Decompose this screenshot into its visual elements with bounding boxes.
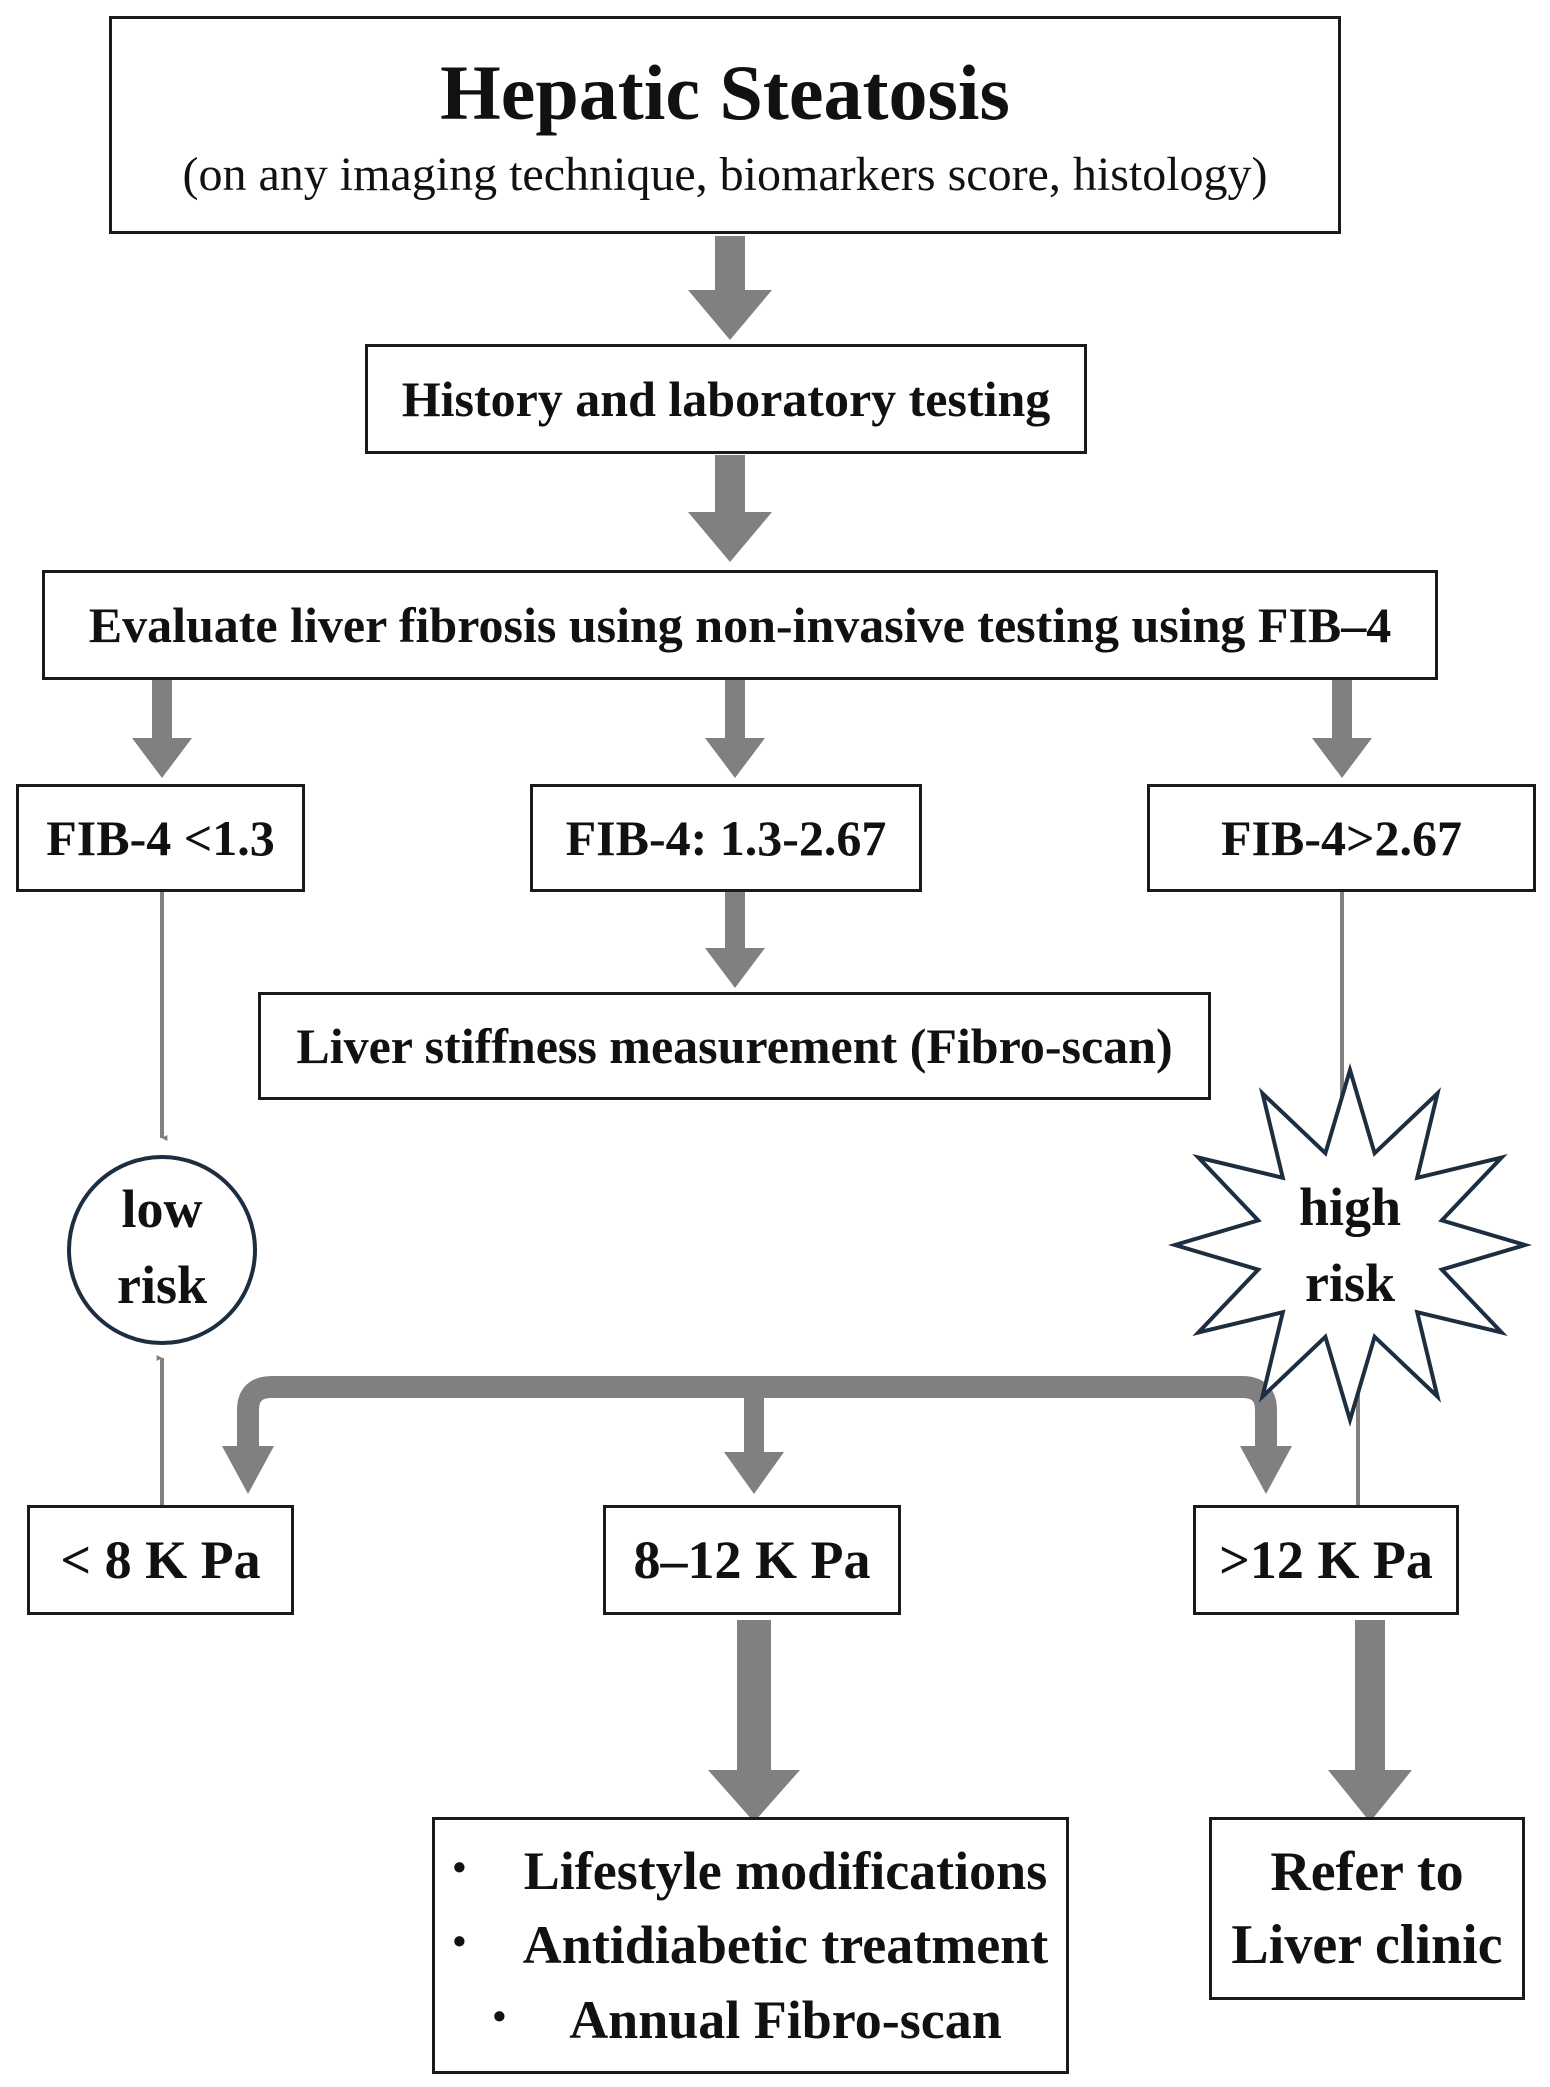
fib-high-label: FIB-4>2.67 <box>1221 810 1462 866</box>
management-item: • Lifestyle modifications <box>452 1840 1048 1901</box>
history-label: History and laboratory testing <box>401 371 1051 427</box>
title-text: Hepatic Steatosis <box>440 49 1010 137</box>
subtitle-text: (on any imaging technique, biomarkers sc… <box>182 148 1268 201</box>
history-box: History and laboratory testing <box>365 344 1087 454</box>
kpa-low-label: < 8 K Pa <box>60 1529 261 1590</box>
high-risk-star <box>1167 1062 1533 1428</box>
arrow-kpa-high-to-refer <box>1328 1620 1412 1822</box>
bullet-icon: • <box>452 1846 467 1889</box>
refer-line2: Liver clinic <box>1231 1913 1503 1976</box>
branch-arrow-to-kpa-low <box>222 1446 274 1494</box>
stiffness-label: Liver stiffness measurement (Fibro-scan) <box>296 1018 1173 1074</box>
management-list: • Lifestyle modifications • Antidiabetic… <box>453 1834 1048 2058</box>
fib-high-box: FIB-4>2.67 <box>1147 784 1536 892</box>
title-box: Hepatic Steatosis (on any imaging techni… <box>109 16 1341 234</box>
low-risk-circle <box>67 1155 257 1345</box>
kpa-mid-box: 8–12 K Pa <box>603 1505 901 1615</box>
management-item: • Annual Fibro-scan <box>492 1989 1002 2050</box>
refer-line1: Refer to <box>1270 1840 1464 1903</box>
fib-low-label: FIB-4 <1.3 <box>46 810 275 866</box>
branch-arrow-to-kpa-mid <box>724 1398 784 1494</box>
low-risk-line2: risk <box>116 1254 208 1315</box>
fib-mid-label: FIB-4: 1.3-2.67 <box>565 810 887 866</box>
stiffness-box: Liver stiffness measurement (Fibro-scan) <box>258 992 1211 1100</box>
branch-arrow-to-kpa-high <box>1240 1446 1292 1494</box>
bullet-icon: • <box>492 1995 507 2038</box>
evaluate-box: Evaluate liver fibrosis using non-invasi… <box>42 570 1438 680</box>
arrow-evaluate-to-fib-high <box>1312 680 1372 778</box>
high-risk-line1: high <box>1298 1177 1402 1237</box>
kpa-low-box: < 8 K Pa <box>27 1505 294 1615</box>
fib-mid-box: FIB-4: 1.3-2.67 <box>530 784 922 892</box>
fib-low-box: FIB-4 <1.3 <box>16 784 305 892</box>
kpa-mid-label: 8–12 K Pa <box>633 1529 871 1590</box>
arrow-evaluate-to-fib-mid <box>705 680 765 778</box>
management-box: • Lifestyle modifications • Antidiabetic… <box>432 1817 1069 2074</box>
high-risk-label: high risk <box>1260 1170 1440 1321</box>
kpa-high-label: >12 K Pa <box>1219 1529 1433 1590</box>
bullet-icon: • <box>452 1921 467 1964</box>
branch-connector-bar <box>237 1376 1277 1448</box>
arrow-kpa-mid-to-management <box>708 1620 800 1822</box>
low-risk-label: low risk <box>72 1172 252 1323</box>
evaluate-label: Evaluate liver fibrosis using non-invasi… <box>88 597 1392 653</box>
refer-box: Refer to Liver clinic <box>1209 1817 1525 2000</box>
kpa-high-box: >12 K Pa <box>1193 1505 1459 1615</box>
arrow-evaluate-to-fib-low <box>132 680 192 778</box>
management-item: • Antidiabetic treatment <box>452 1915 1049 1976</box>
low-risk-line1: low <box>121 1179 203 1239</box>
arrow-fib-mid-to-stiffness <box>705 892 765 988</box>
arrow-title-to-history <box>688 236 772 340</box>
high-risk-line2: risk <box>1304 1252 1396 1313</box>
arrow-history-to-evaluate <box>688 455 772 562</box>
